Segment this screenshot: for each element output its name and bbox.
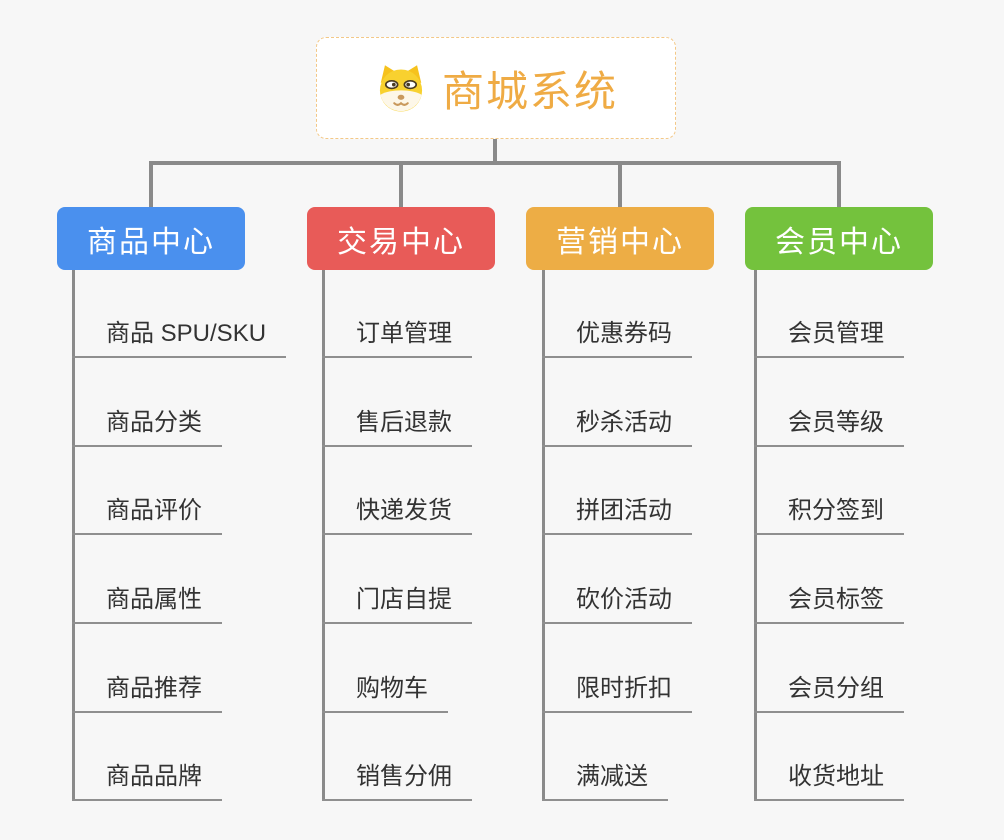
leaf-item[interactable]: 订单管理	[322, 314, 472, 358]
leaf-item[interactable]: 收货地址	[754, 757, 904, 801]
leaf-item[interactable]: 商品评价	[72, 491, 222, 535]
column-rail-3	[542, 270, 545, 801]
branch-label: 商品中心	[87, 225, 215, 259]
column-rail-1	[72, 270, 75, 801]
branch-label: 会员中心	[775, 225, 903, 259]
leaf-item[interactable]: 售后退款	[322, 403, 472, 447]
leaf-item[interactable]: 会员分组	[754, 669, 904, 713]
branch-product-center[interactable]: 商品中心	[57, 207, 245, 270]
branch-trade-center[interactable]: 交易中心	[307, 207, 495, 270]
connector-branch-stub-4	[837, 161, 841, 207]
branch-label: 交易中心	[337, 225, 465, 259]
column-rail-4	[754, 270, 757, 801]
leaf-item[interactable]: 限时折扣	[542, 669, 692, 713]
leaf-item[interactable]: 会员管理	[754, 314, 904, 358]
leaf-item[interactable]: 拼团活动	[542, 491, 692, 535]
leaf-item[interactable]: 商品属性	[72, 580, 222, 624]
leaf-item[interactable]: 积分签到	[754, 491, 904, 535]
branch-label: 营销中心	[556, 225, 684, 259]
leaf-item[interactable]: 门店自提	[322, 580, 472, 624]
connector-branch-stub-3	[618, 161, 622, 207]
leaf-item[interactable]: 满减送	[542, 757, 668, 801]
leaf-item[interactable]: 购物车	[322, 669, 448, 713]
leaf-item[interactable]: 商品 SPU/SKU	[72, 314, 287, 358]
leaf-item[interactable]: 秒杀活动	[542, 403, 692, 447]
leaf-item[interactable]: 砍价活动	[542, 580, 692, 624]
leaf-item[interactable]: 销售分佣	[322, 757, 472, 801]
connector-branch-stub-2	[399, 161, 403, 207]
leaf-item[interactable]: 商品分类	[72, 403, 222, 447]
branch-member-center[interactable]: 会员中心	[745, 207, 933, 270]
leaf-item[interactable]: 会员等级	[754, 403, 904, 447]
connector-horizontal	[149, 161, 839, 165]
root-node[interactable]: 商城系统	[316, 37, 676, 139]
connector-root-stub	[493, 139, 497, 165]
leaf-item[interactable]: 商品品牌	[72, 757, 222, 801]
branch-marketing-center[interactable]: 营销中心	[526, 207, 714, 270]
doge-icon	[374, 62, 428, 114]
leaf-item[interactable]: 快递发货	[322, 491, 472, 535]
connector-branch-stub-1	[149, 161, 153, 207]
leaf-item[interactable]: 商品推荐	[72, 669, 222, 713]
leaf-item[interactable]: 会员标签	[754, 580, 904, 624]
leaf-item[interactable]: 优惠券码	[542, 314, 692, 358]
root-title: 商城系统	[441, 67, 618, 115]
column-rail-2	[322, 270, 325, 801]
